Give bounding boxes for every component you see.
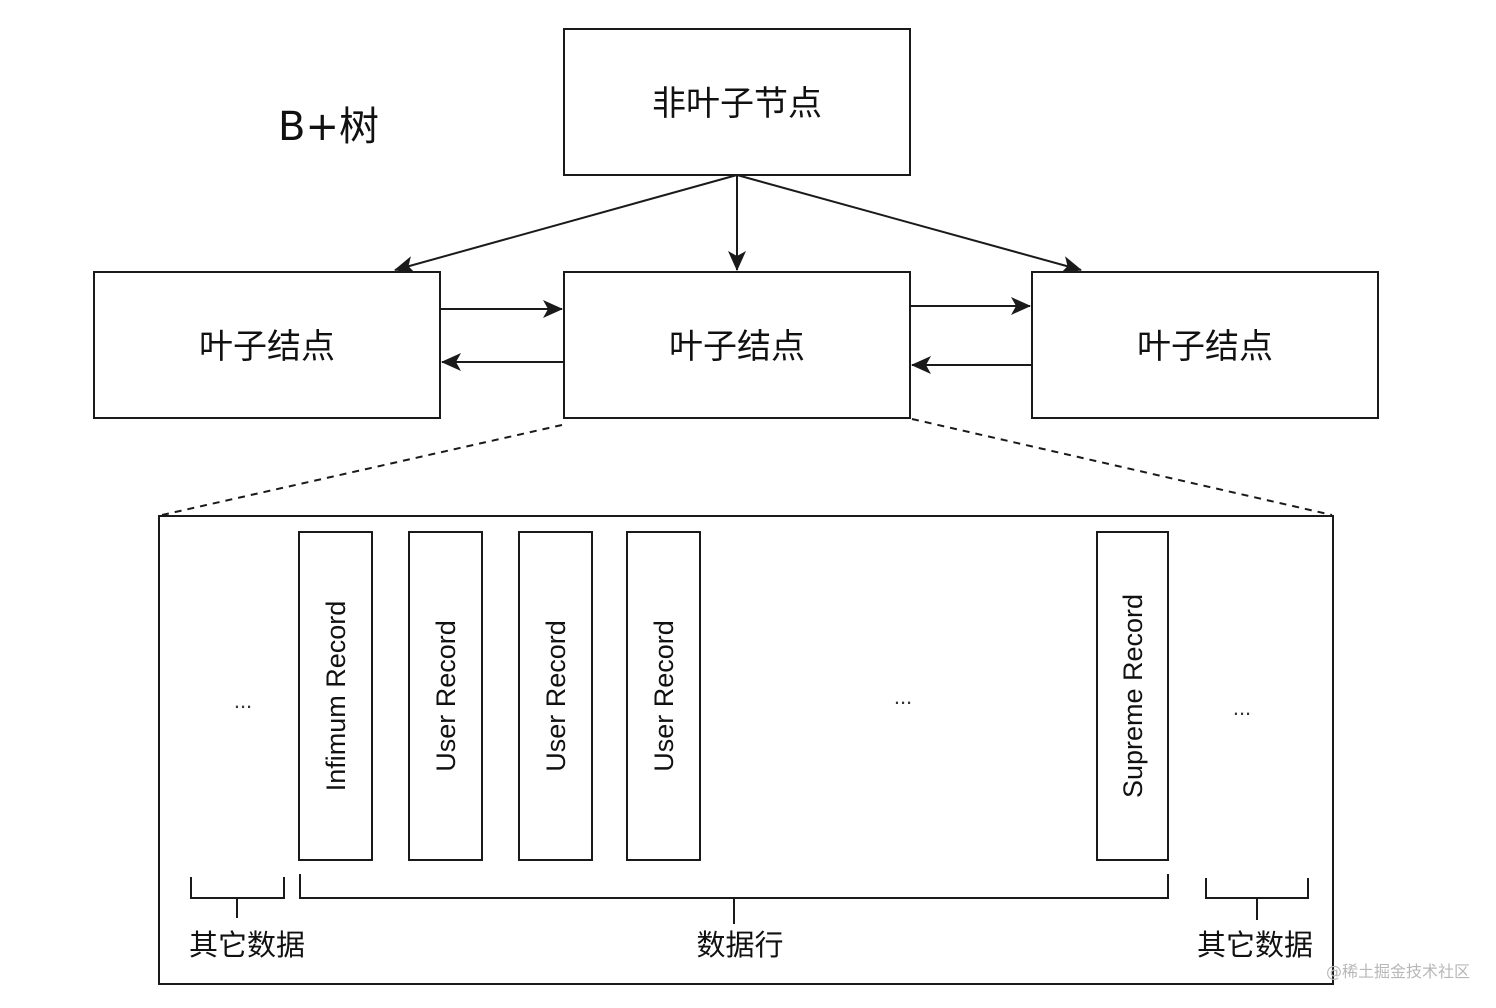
page-detail-panel: Infimum Record User Record User Record U… [158,515,1334,985]
edge-to-left-leaf [394,174,738,274]
zoom-guide-right [911,418,1333,516]
leaf-node-left: 叶子结点 [93,271,441,419]
label-other-data-left: 其它数据 [189,928,305,962]
record-user-3-label: User Record [649,620,679,772]
record-user-3: User Record [626,531,701,861]
leaf-node-right-label: 叶子结点 [1137,327,1273,367]
record-user-2-label: User Record [541,620,571,772]
bracket-other-right [1205,878,1309,920]
ellipsis-other-right: ... [1233,695,1251,720]
ellipsis-rows-middle: ... [894,684,912,709]
zoom-guide-left [161,424,563,516]
bracket-other-left [190,877,285,918]
label-data-rows: 数据行 [696,928,783,962]
leaf-node-right: 叶子结点 [1031,271,1379,419]
record-user-1-label: User Record [431,620,461,772]
bracket-rows [299,874,1169,924]
diagram-title: B+树 [278,104,379,150]
watermark: @稀土掘金技术社区 [1326,962,1470,981]
non-leaf-node-label: 非叶子节点 [652,84,822,124]
record-user-2: User Record [518,531,593,861]
record-infimum: Infimum Record [298,531,373,861]
edge-to-right-leaf [736,174,1082,274]
record-supreme: Supreme Record [1096,531,1169,861]
leaf-node-middle: 叶子结点 [563,271,911,419]
record-infimum-label: Infimum Record [321,601,351,792]
record-user-1: User Record [408,531,483,861]
label-other-data-right: 其它数据 [1197,928,1313,962]
non-leaf-node: 非叶子节点 [563,28,911,176]
leaf-node-left-label: 叶子结点 [199,327,335,367]
record-supreme-label: Supreme Record [1118,594,1148,798]
leaf-node-middle-label: 叶子结点 [669,327,805,367]
ellipsis-other-left: ... [234,688,252,713]
